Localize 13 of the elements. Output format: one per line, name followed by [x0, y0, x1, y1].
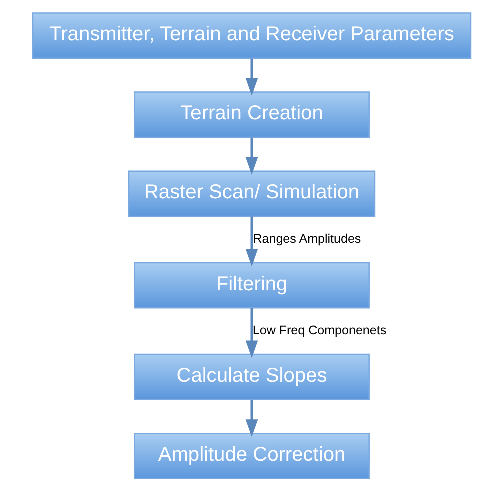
- node-box: Filtering: [134, 262, 370, 309]
- arrow: [245, 58, 258, 96]
- arrow: [245, 400, 258, 438]
- node-box: Raster Scan/ Simulation: [128, 170, 376, 218]
- edge-label: Ranges Amplitudes: [252, 232, 361, 246]
- node-box: Amplitude Correction: [134, 432, 370, 480]
- arrow: [245, 308, 258, 358]
- node-box: Terrain Creation: [134, 92, 370, 138]
- edge-label: Low Freq Componenets: [252, 323, 386, 338]
- node-box: Calculate Slopes: [134, 354, 370, 400]
- node-box: Transmitter, Terrain and Receiver Parameters: [32, 12, 472, 60]
- arrow: [245, 138, 258, 175]
- arrow: [245, 216, 258, 267]
